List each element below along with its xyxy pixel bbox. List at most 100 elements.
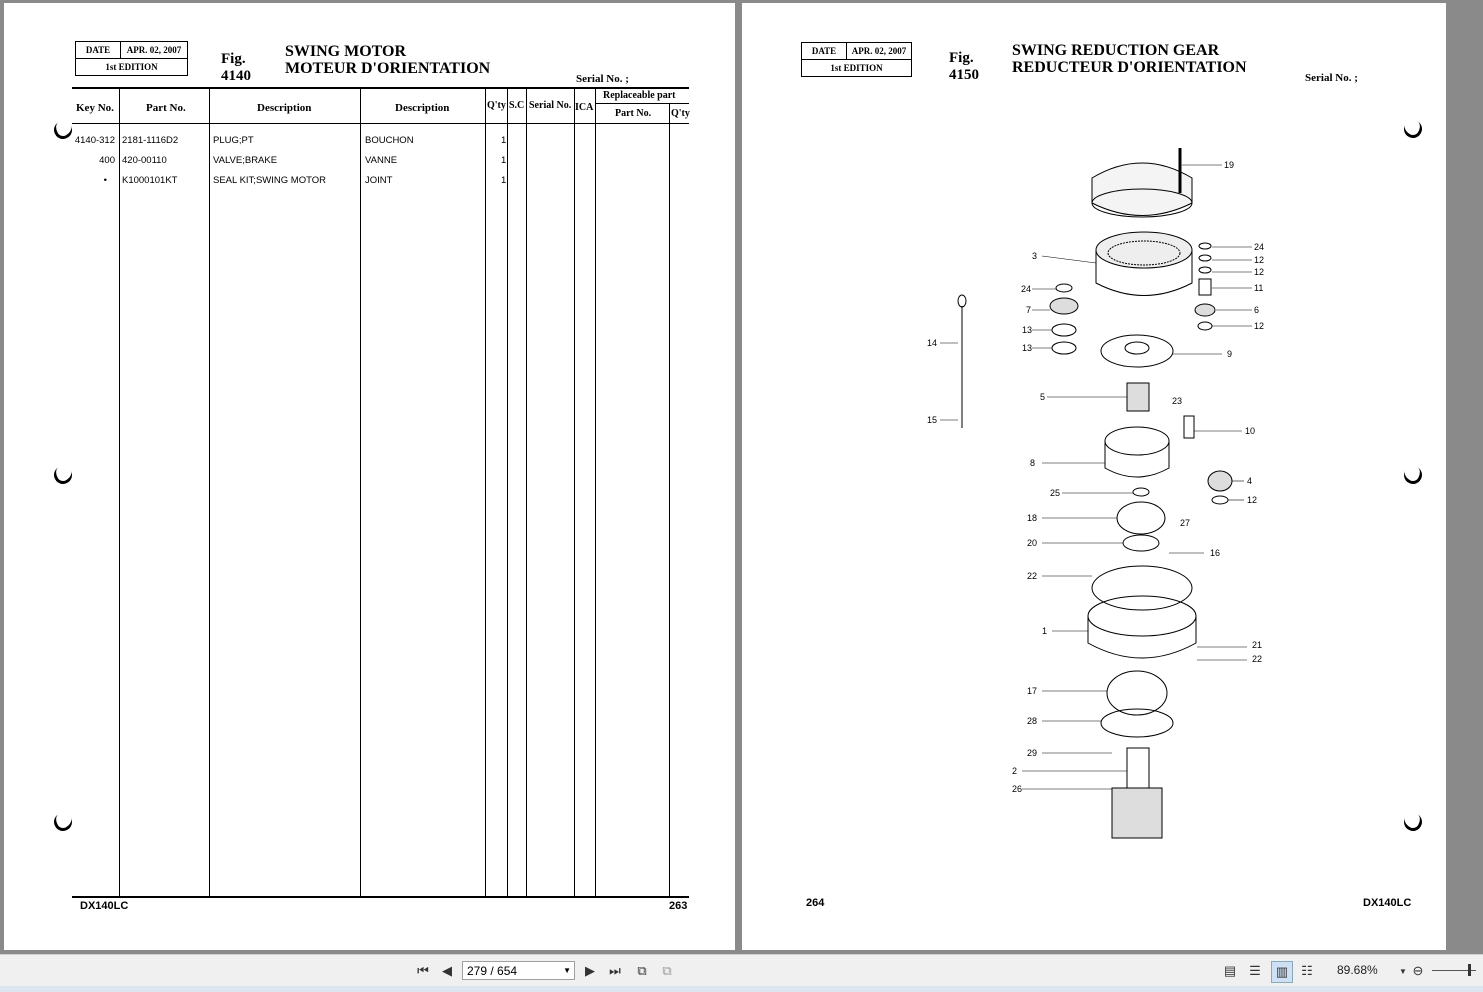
cell-desc-en: VALVE;BRAKE [213, 155, 278, 166]
callout-label: 22 [1027, 571, 1037, 581]
callout-label: 12 [1254, 321, 1264, 331]
date-label: DATE [76, 42, 121, 58]
edition: 1st EDITION [105, 62, 158, 72]
binder-hole [1400, 809, 1426, 835]
callout-label: 26 [1012, 784, 1022, 794]
page-number-input[interactable]: 279 / 654 ▼ [462, 961, 575, 980]
callout-label: 24 [1021, 284, 1031, 294]
callout-label: 8 [1030, 458, 1035, 468]
cell-desc-fr: BOUCHON [365, 135, 414, 146]
two-page-icon[interactable]: ▥ [1271, 961, 1293, 983]
callout-label: 14 [927, 338, 937, 348]
first-page-icon[interactable]: ⏮ [417, 963, 429, 978]
callout-label: 12 [1254, 255, 1264, 265]
figure-number: Fig. 4140 [221, 51, 251, 84]
zoom-slider[interactable] [1432, 970, 1476, 971]
cell-key: • [103, 175, 107, 186]
cell-desc-en: SEAL KIT;SWING MOTOR [213, 175, 326, 186]
header-rep-qty: Q'ty [671, 108, 690, 119]
cell-part: K1000101KT [122, 175, 178, 186]
date-label: DATE [802, 43, 847, 59]
header-serial-no: Serial No. [529, 100, 572, 111]
footer-page-number: 263 [669, 900, 688, 912]
callout-label: 29 [1027, 748, 1037, 758]
edition: 1st EDITION [830, 63, 883, 73]
date-box: DATE APR. 02, 2007 1st EDITION [75, 41, 188, 76]
cell-qty: 1 [501, 175, 507, 186]
binder-hole [1400, 462, 1426, 488]
right-page: DATE APR. 02, 2007 1st EDITION Fig. 4150… [742, 3, 1446, 950]
header-key-no: Key No. [76, 102, 114, 114]
cell-qty: 1 [501, 155, 507, 166]
header-description: Description [257, 102, 312, 114]
date-value: APR. 02, 2007 [851, 46, 907, 56]
zoom-level[interactable]: 89.68% [1337, 963, 1378, 977]
left-page: DATE APR. 02, 2007 1st EDITION Fig. 4140… [4, 3, 735, 950]
title-english: SWING REDUCTION GEAR [1012, 42, 1220, 59]
single-page-icon[interactable]: ▤ [1223, 963, 1237, 978]
callout-label: 7 [1026, 305, 1031, 315]
zoom-out-icon[interactable]: ⊖ [1412, 963, 1424, 978]
footer-model: DX140LC [80, 900, 129, 912]
callout-label: 12 [1247, 495, 1257, 505]
cell-desc-en: PLUG;PT [213, 135, 254, 146]
exploded-parts-diagram: 19 24 12 12 11 6 12 9 3 24 7 13 13 14 5 … [927, 148, 1264, 839]
callout-label: 1 [1042, 626, 1047, 636]
title-english: SWING MOTOR [285, 43, 407, 60]
callout-label: 4 [1247, 476, 1252, 486]
callout-label: 15 [927, 415, 937, 425]
callout-label: 6 [1254, 305, 1259, 315]
cell-desc-fr: JOINT [365, 175, 393, 186]
title-french: MOTEUR D'ORIENTATION [285, 60, 491, 77]
serial-label: Serial No. ; [1305, 72, 1358, 84]
callout-label: 13 [1022, 343, 1032, 353]
open-file-icon[interactable]: ⧉ [637, 963, 647, 978]
zoom-slider-handle[interactable] [1468, 964, 1471, 976]
callout-label: 27 [1180, 518, 1190, 528]
date-box: DATE APR. 02, 2007 1st EDITION [801, 42, 912, 77]
cell-key: 4140-312 [74, 135, 115, 146]
binder-hole [1400, 116, 1426, 142]
header-ica: ICA [575, 102, 594, 113]
callout-label: 18 [1027, 513, 1037, 523]
cell-part: 420-00110 [122, 155, 167, 166]
cell-qty: 1 [501, 135, 507, 146]
header-description-fr: Description [395, 102, 450, 114]
header-qty: Q'ty [487, 100, 506, 111]
callout-label: 19 [1224, 160, 1234, 170]
last-page-icon[interactable]: ⏭ [609, 963, 621, 978]
status-bar [0, 986, 1483, 992]
title-french: REDUCTEUR D'ORIENTATION [1012, 59, 1247, 76]
header-replaceable: Replaceable part [603, 90, 676, 101]
parts-table: Key No. Part No. Description Description… [72, 87, 690, 898]
serial-label: Serial No. ; [576, 73, 629, 85]
two-page-continuous-icon[interactable]: ☷ [1301, 963, 1313, 978]
chevron-down-icon[interactable]: ▼ [563, 966, 571, 975]
chevron-down-icon[interactable]: ▼ [1399, 966, 1407, 976]
footer-page-number: 264 [806, 897, 825, 909]
callout-label: 20 [1027, 538, 1037, 548]
date-value: APR. 02, 2007 [126, 45, 182, 55]
callout-label: 16 [1210, 548, 1220, 558]
callout-label: 11 [1254, 283, 1263, 293]
next-page-icon[interactable]: ▶ [585, 963, 595, 978]
cell-part: 2181-1116D2 [122, 135, 179, 146]
cell-key: 400 [99, 155, 115, 166]
figure-number: Fig. 4150 [949, 50, 979, 83]
callout-label: 13 [1022, 325, 1032, 335]
continuous-icon[interactable]: ☰ [1249, 963, 1261, 978]
pdf-toolbar: ⏮ ◀ 279 / 654 ▼ ▶ ⏭ ⧉ ⧉ ▤ ☰ ▥ ☷ 89.68% ▼… [0, 954, 1483, 987]
callout-label: 17 [1027, 686, 1037, 696]
header-sc: S.C [509, 100, 525, 111]
callout-label: 12 [1254, 267, 1264, 277]
cell-desc-fr: VANNE [365, 155, 398, 166]
callout-label: 25 [1050, 488, 1060, 498]
callout-label: 9 [1227, 349, 1232, 359]
callout-label: 21 [1252, 640, 1262, 650]
header-rep-part-no: Part No. [615, 108, 652, 119]
callout-label: 2 [1012, 766, 1017, 776]
prev-page-icon[interactable]: ◀ [442, 963, 452, 978]
page-indicator: 279 / 654 [467, 963, 518, 978]
callout-label: 3 [1032, 251, 1037, 261]
fit-page-icon[interactable]: ⧉ [662, 963, 672, 978]
